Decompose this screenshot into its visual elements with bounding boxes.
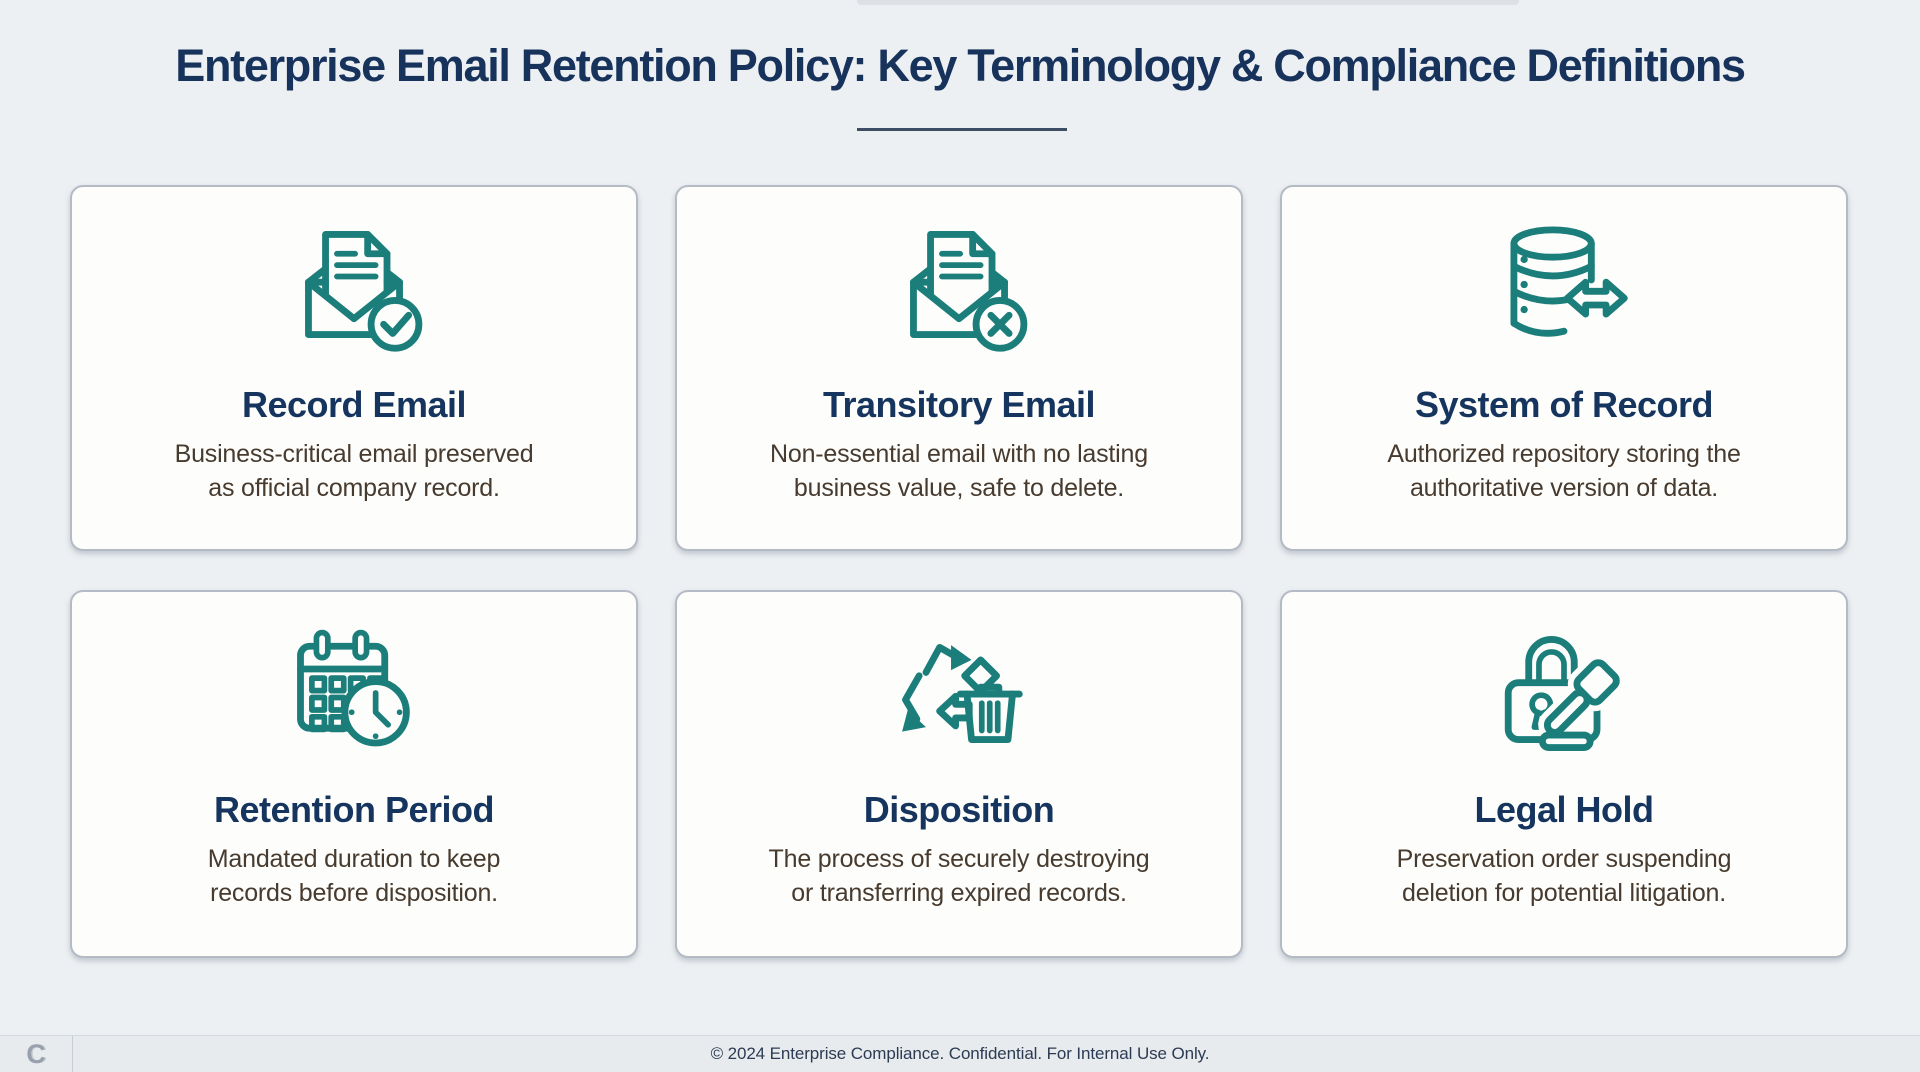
card-retention-period: Retention Period Mandated duration to ke… [70,590,638,958]
card-title: Retention Period [213,789,495,830]
card-description: Preservation order suspending deletion f… [1396,845,1732,907]
card-description: The process of securely destroying or tr… [768,845,1150,907]
card-title: Transitory Email [822,384,1096,425]
card-system-of-record: System of Record Authorized repository s… [1280,185,1848,551]
card-record-email: Record Email Business-critical email pre… [70,185,638,551]
card-title: Legal Hold [1474,789,1654,830]
lock-gavel-icon [1490,618,1638,760]
title-underline [857,128,1067,131]
card-title: Record Email [241,384,467,425]
page-title: Enterprise Email Retention Policy: Key T… [175,40,1746,91]
footer-bar: C © 2024 Enterprise Compliance. Confiden… [0,1035,1920,1072]
card-lock-gavel: Legal Hold Preservation order suspending… [1280,590,1848,958]
company-logo: C [26,1038,46,1069]
card-title: System of Record [1414,384,1714,425]
card-disposition: Disposition The process of securely dest… [675,590,1243,958]
card-transitory-email: Transitory Email Non-essential email wit… [675,185,1243,551]
footer-confidentiality-notice: © 2024 Enterprise Compliance. Confidenti… [710,1044,1210,1063]
database-sync-icon [1490,213,1638,355]
definition-card-grid: Record Email Business-critical email pre… [70,185,1848,958]
footer-logo-box: C [0,1036,73,1072]
card-description: Business-critical email preserved as off… [174,440,534,502]
record-email-icon [280,213,428,355]
recycle-trash-icon [885,618,1033,760]
card-description: Authorized repository storing the author… [1387,440,1741,502]
card-description: Non-essential email with no lasting busi… [770,440,1148,502]
card-description: Mandated duration to keep records before… [207,845,501,907]
top-shadow-artifact [857,0,1519,5]
card-title: Disposition [863,789,1055,830]
transitory-email-icon [885,213,1033,355]
calendar-clock-icon [280,618,428,760]
